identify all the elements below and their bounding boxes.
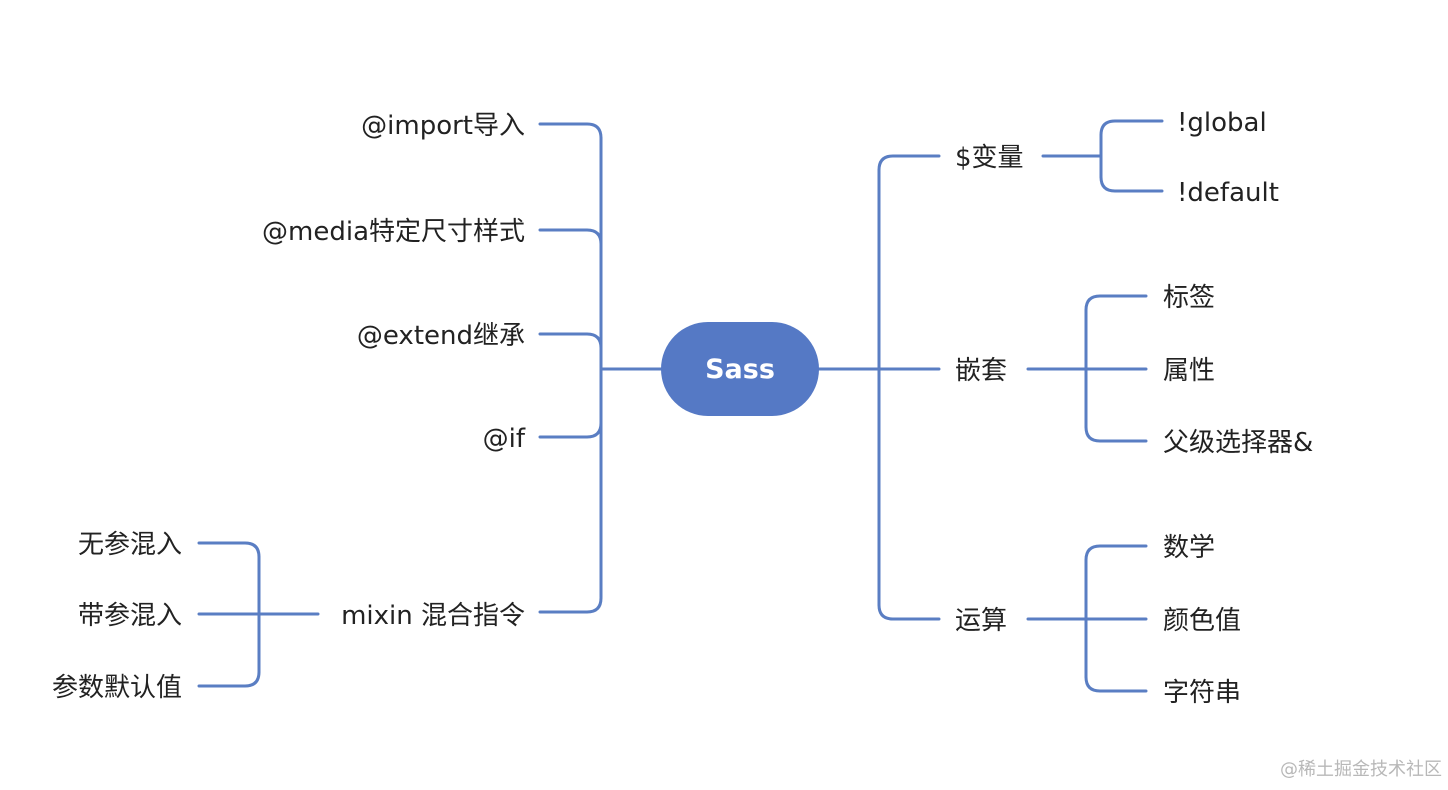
node-mixin[interactable]: mixin 混合指令: [341, 601, 525, 631]
node-variable[interactable]: $变量: [955, 143, 1024, 173]
node-no-param-mixin[interactable]: 无参混入: [77, 530, 182, 560]
node-default[interactable]: !default: [1177, 178, 1279, 208]
node-compute[interactable]: 运算: [955, 606, 1008, 636]
node-extend[interactable]: @extend继承: [356, 321, 525, 351]
connector-math: [1084, 544, 1148, 562]
connector-media: [538, 228, 603, 246]
watermark: @稀土掘金技术社区: [1280, 759, 1442, 780]
connector-default-param: [197, 670, 261, 688]
connector-extend: [538, 332, 603, 350]
connector-parent-selector: [1084, 425, 1148, 443]
connector-tag: [1084, 294, 1148, 312]
connector-import: [538, 122, 603, 140]
root-node[interactable]: Sass: [661, 322, 819, 416]
node-string[interactable]: 字符串: [1163, 678, 1242, 708]
connector-global: [1099, 119, 1164, 137]
node-color[interactable]: 颜色值: [1163, 606, 1242, 636]
node-import[interactable]: @import导入: [361, 111, 525, 141]
node-if[interactable]: @if: [482, 424, 525, 454]
node-math[interactable]: 数学: [1163, 533, 1216, 563]
connector-if: [538, 421, 603, 439]
node-tag[interactable]: 标签: [1163, 283, 1216, 313]
connector-string: [1084, 675, 1148, 693]
connector-no-param: [197, 541, 261, 559]
connector-compute: [877, 603, 941, 621]
node-attribute[interactable]: 属性: [1163, 356, 1216, 386]
node-parent-selector[interactable]: 父级选择器&: [1163, 428, 1314, 458]
connector-mixin: [538, 596, 603, 614]
node-param-mixin[interactable]: 带参混入: [77, 601, 182, 631]
node-nesting[interactable]: 嵌套: [955, 356, 1008, 386]
connector-variable: [877, 154, 941, 172]
node-default-param[interactable]: 参数默认值: [51, 673, 182, 703]
root-label: Sass: [705, 353, 775, 385]
node-global[interactable]: !global: [1177, 108, 1267, 138]
node-media[interactable]: @media特定尺寸样式: [262, 217, 525, 247]
connector-default: [1099, 175, 1164, 193]
